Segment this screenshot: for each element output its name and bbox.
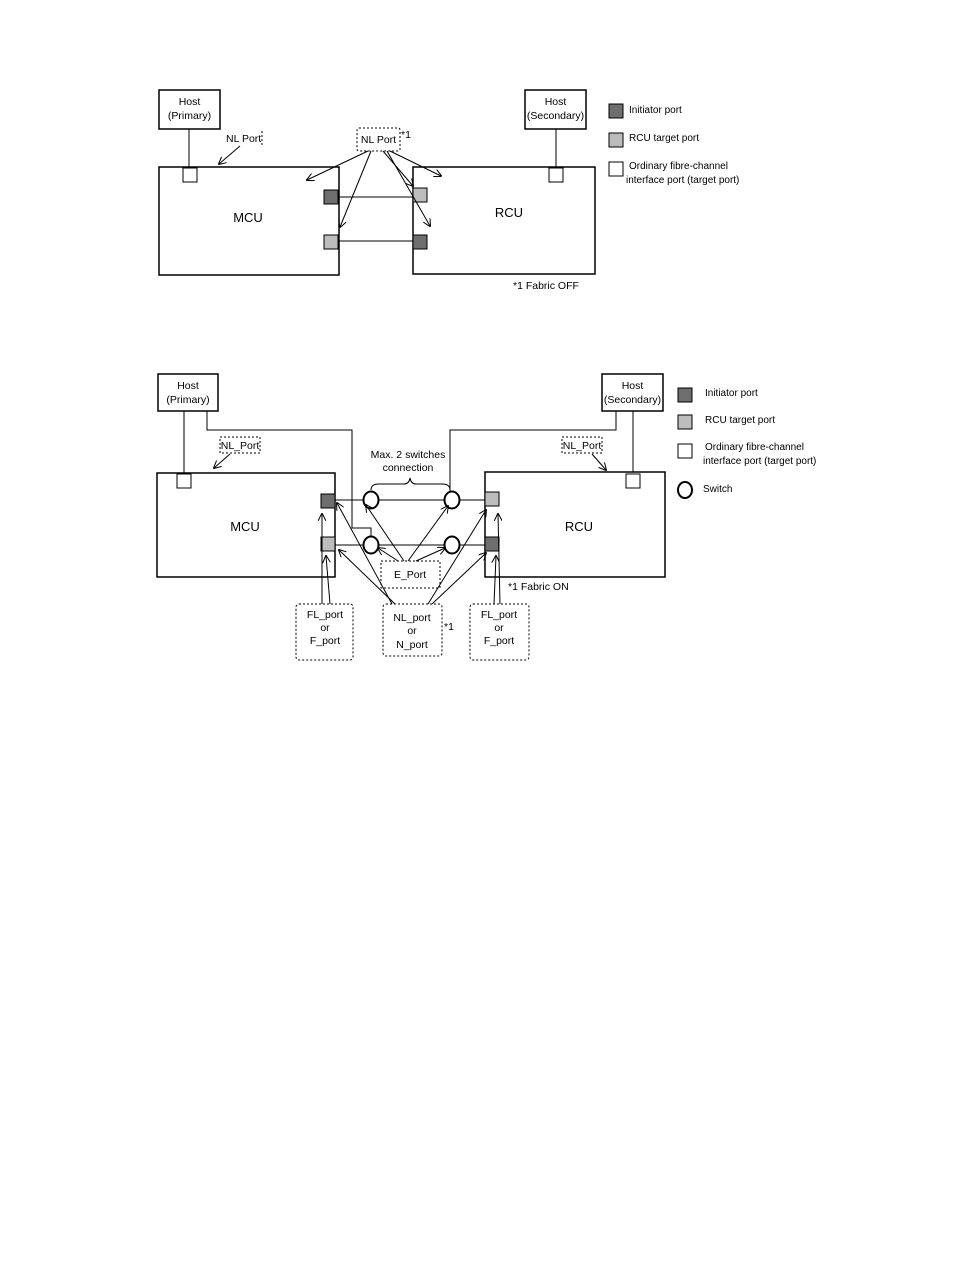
legend-2-switch-swatch (677, 481, 693, 499)
mcu-box-2 (156, 472, 336, 578)
host-primary-box: Host (Primary) (158, 89, 221, 130)
switch-4 (443, 535, 461, 555)
rcu-2-rcu-target-port (484, 491, 500, 507)
legend-2-switch-label: Switch (703, 484, 732, 495)
nl-port-left-callout-2: NL_Port (214, 436, 261, 468)
fl-right-label-2: or (494, 622, 504, 634)
legend-ordinary-label-1: Ordinary fibre-channel (629, 161, 728, 172)
mcu-ordinary-port (182, 167, 198, 183)
host-primary-2-label-2: (Primary) (166, 394, 209, 406)
legend-2-ordinary-label-2: interface port (target port) (703, 456, 816, 467)
rcu-rcu-target-port (412, 187, 428, 203)
footnote-mark-2: *1 (444, 621, 454, 633)
legend-ordinary-label-2: interface port (target port) (626, 175, 739, 186)
host-secondary-box-2: Host (Secondary) (601, 373, 664, 412)
legend-2-initiator-label: Initiator port (705, 388, 758, 399)
fl-left-label-1: FL_port (307, 609, 343, 621)
legend-2-rcu-target-label: RCU target port (705, 415, 775, 426)
host-secondary-2-switch-link (449, 411, 617, 494)
fl-left-label-2: or (320, 622, 330, 634)
max-switches-label-1: Max. 2 switches (371, 449, 446, 461)
legend-initiator-label: Initiator port (629, 105, 682, 116)
fabric-off-note: *1 Fabric OFF (513, 280, 579, 292)
host-secondary-2-label-1: Host (622, 380, 644, 392)
host-primary-box-2: Host (Primary) (157, 373, 219, 412)
mcu-2-ordinary-port (176, 473, 192, 489)
switch-2 (443, 490, 461, 510)
nl-port-center-callout: NL Port *1 (307, 127, 441, 227)
legend-2-initiator-swatch (677, 387, 693, 403)
max-switches-label-2: connection (383, 462, 434, 474)
rcu-initiator-port (412, 234, 428, 250)
nl-port-center-label: NL Port (361, 134, 396, 146)
fl-right-label-1: FL_port (481, 609, 517, 621)
legend-2-rcu-target-swatch (677, 414, 693, 430)
legend-2-ordinary-swatch (677, 443, 693, 459)
rcu-ordinary-port (548, 167, 564, 183)
rcu-box (412, 166, 596, 275)
fabric-on-note: *1 Fabric ON (508, 581, 569, 593)
rcu-2-label: RCU (565, 519, 593, 534)
legend-rcu-target-swatch (608, 132, 624, 148)
fl-port-left-callout: FL_port or F_port (295, 514, 354, 661)
legend-rcu-target-label: RCU target port (629, 133, 699, 144)
rcu-box-2 (484, 471, 666, 578)
nl-center-label-2: or (407, 625, 417, 637)
nl-port-right-callout-2: NL_Port (561, 436, 606, 470)
max-switches-annotation: Max. 2 switches connection (370, 449, 451, 491)
legend-2: Initiator port RCU target port Ordinary … (677, 387, 816, 499)
host-secondary-2-label-2: (Secondary) (604, 394, 661, 406)
fl-port-right-callout: FL_port or F_port (469, 514, 530, 661)
host-primary-label-2: (Primary) (168, 110, 211, 122)
host-primary-2-label-1: Host (177, 380, 199, 392)
nl-port-left-2-label: NL_Port (221, 440, 260, 452)
rcu-label: RCU (495, 205, 523, 220)
nl-port-center-callout-2: NL_port or N_port *1 (337, 503, 486, 657)
mcu-initiator-port (323, 189, 339, 205)
mcu-box (158, 166, 340, 276)
mcu-2-rcu-target-port (320, 536, 336, 552)
nl-center-label-3: N_port (396, 639, 428, 651)
mcu-rcu-target-port (323, 234, 339, 250)
legend-1: Initiator port RCU target port Ordinary … (608, 103, 739, 186)
legend-2-ordinary-label-1: Ordinary fibre-channel (705, 442, 804, 453)
diagram-fabric-on: Host (Primary) Host (Secondary) MCU RCU (156, 373, 666, 661)
nl-center-label-1: NL_port (393, 612, 430, 624)
legend-initiator-swatch (608, 103, 624, 119)
mcu-2-initiator-port (320, 493, 336, 509)
host-secondary-label-1: Host (545, 96, 567, 108)
mcu-2-label: MCU (230, 519, 260, 534)
mcu-label: MCU (233, 210, 263, 225)
host-secondary-label-2: (Secondary) (527, 110, 584, 122)
host-primary-2-switch-link (206, 411, 372, 545)
switch-3 (362, 535, 380, 555)
nl-port-left-label: NL Port (226, 133, 261, 145)
e-port-callout: E_Port (366, 505, 448, 589)
rcu-2-initiator-port (484, 536, 500, 552)
e-port-label: E_Port (394, 569, 426, 581)
host-primary-label-1: Host (179, 96, 201, 108)
fl-left-label-3: F_port (310, 635, 340, 647)
nl-port-left-callout: NL Port (219, 131, 263, 164)
host-secondary-box: Host (Secondary) (524, 89, 587, 130)
nl-port-right-2-label: NL_Port (563, 440, 602, 452)
rcu-2-ordinary-port (625, 473, 641, 489)
footnote-mark-1: *1 (401, 129, 411, 141)
switch-1 (362, 490, 380, 510)
legend-ordinary-swatch (608, 161, 624, 177)
fl-right-label-3: F_port (484, 635, 514, 647)
diagram-fabric-off: Host (Primary) Host (Secondary) MCU RCU … (158, 89, 596, 292)
